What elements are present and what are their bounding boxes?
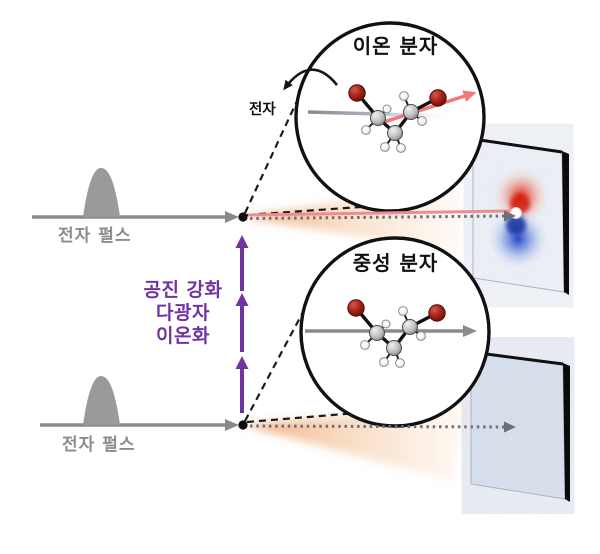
gaussian-pulse-bottom — [83, 376, 120, 425]
interaction-point-top — [238, 212, 248, 222]
detector-screen-neutral — [470, 350, 570, 502]
screen-grain-bottom — [471, 352, 565, 499]
diffraction-blue-lobe — [488, 209, 548, 269]
callout-bottom-upper — [244, 311, 304, 422]
undeflected-beam-dotted-bottom — [249, 421, 516, 433]
ion-trajectory-line — [247, 209, 514, 217]
ejected-electron-arrow — [283, 68, 339, 91]
callout-top-upper — [244, 100, 298, 214]
rempi-label: 공진 강화 다광자 이온화 — [118, 279, 248, 348]
callout-top-lower — [246, 204, 375, 217]
electron-beams — [32, 211, 239, 431]
interaction-point-bottom — [238, 420, 248, 430]
beam-label-top: 전자 펄스 — [58, 226, 132, 246]
rempi-label-line3: 이온화 — [156, 325, 210, 347]
inset-title-ion: 이온 분자 — [352, 34, 439, 58]
magnifier-circle-ion — [294, 21, 486, 213]
screen-right-edge — [562, 151, 569, 295]
screen-top-edge — [472, 137, 563, 154]
beam-label-bottom: 전자 펄스 — [62, 435, 136, 455]
electron-label: 전자 — [249, 102, 276, 118]
screen-right-edge — [563, 363, 570, 502]
beam-center-spot — [510, 207, 522, 219]
rempi-label-line1: 공진 강화 — [143, 279, 223, 301]
inset-neutral-molecule — [299, 236, 491, 428]
undeflected-beam-dotted-top — [249, 210, 516, 222]
gaussian-pulse-top — [83, 168, 120, 217]
deflected-ion-arrow — [380, 90, 477, 125]
detector-screen-ion — [472, 137, 569, 295]
inset-title-neutral: 중성 분자 — [352, 251, 439, 275]
inset-ion-molecule — [283, 21, 486, 213]
rempi-label-line2: 다광자 — [156, 302, 210, 324]
